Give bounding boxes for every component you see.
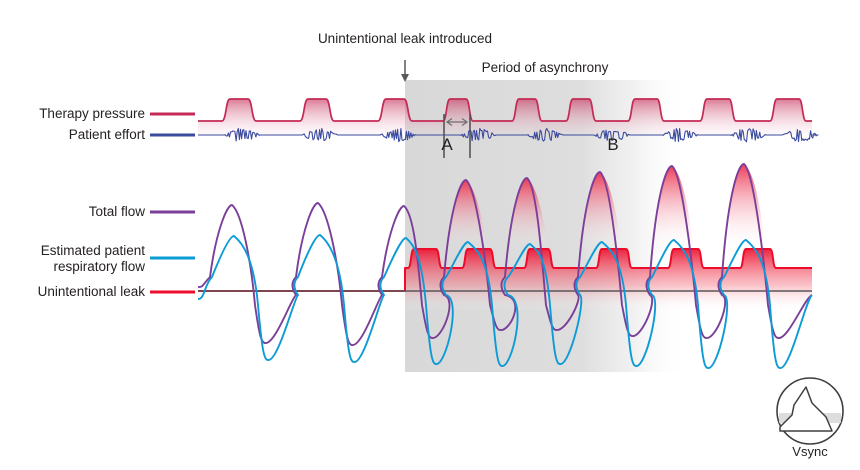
patient-effort-trace (198, 127, 819, 143)
vsync-logo-caption: Vsync (792, 444, 828, 459)
vsync-logo (776, 377, 844, 445)
event-markers (401, 60, 471, 158)
legend-swatches (150, 112, 195, 294)
legend-label-patient-effort: Patient effort (68, 127, 145, 142)
legend-label-estimated-patient-flow: Estimated patient respiratory flow (0, 243, 145, 275)
marker-a-label: A (441, 135, 453, 154)
therapy-pressure-trace (198, 98, 812, 135)
marker-b-label: B (607, 135, 619, 154)
leak-introduced-label: Unintentional leak introduced (317, 31, 493, 46)
estimated-patient-flow-trace (197, 234, 813, 369)
period-of-asynchrony-label: Period of asynchrony (481, 60, 609, 75)
legend-label-therapy-pressure: Therapy pressure (39, 106, 145, 121)
legend-label-total-flow: Total flow (88, 204, 145, 219)
legend-label-estimated-line1: Estimated patient (40, 243, 145, 258)
legend-label-estimated-line2: respiratory flow (53, 258, 145, 274)
legend-label-unintentional-leak: Unintentional leak (37, 284, 145, 299)
